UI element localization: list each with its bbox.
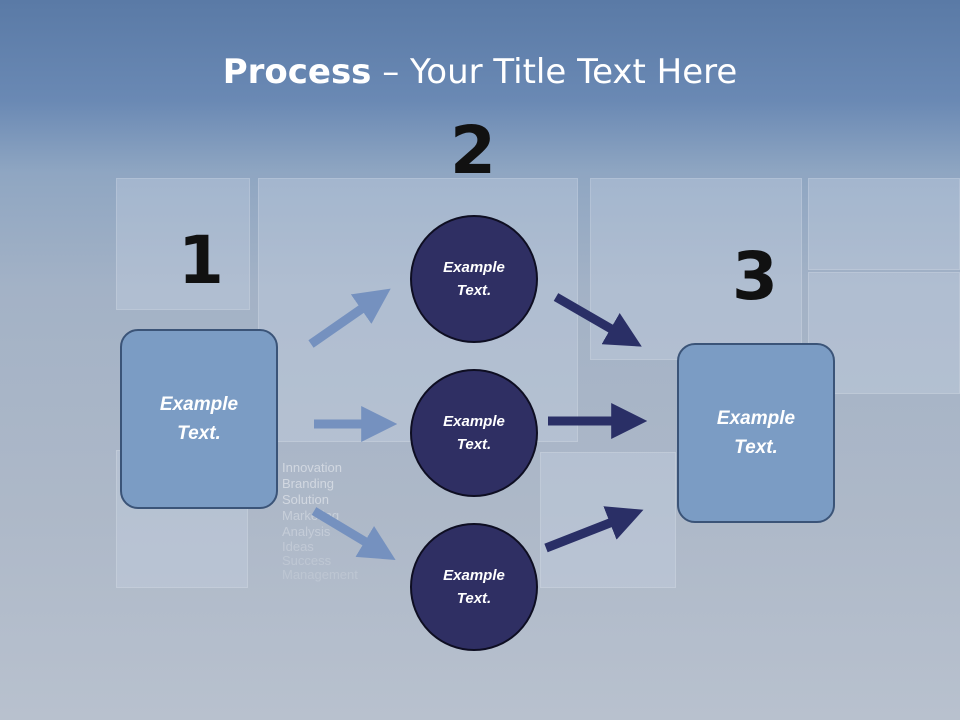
circle-line-2: Text. — [456, 282, 492, 299]
background-word: Solution — [282, 492, 329, 507]
arrow-up-right-dark — [544, 506, 644, 553]
background-panel — [116, 178, 250, 310]
background-word: Management — [282, 567, 358, 582]
box-line-1: Example — [159, 394, 239, 415]
box-line-2: Text. — [177, 423, 221, 444]
background-word: Branding — [282, 476, 335, 491]
background-word: Innovation — [282, 460, 342, 475]
background-panel — [808, 178, 960, 270]
arrow-up-right-light — [308, 288, 391, 348]
title-bold: Process — [222, 52, 372, 92]
arrow-down-right-dark — [553, 293, 642, 347]
background-word: Ideas — [282, 539, 314, 554]
title-rest: – Your Title Text Here — [371, 52, 738, 92]
circle-line-2: Text. — [456, 590, 492, 607]
circle-line-1: Example — [443, 259, 505, 276]
step-number-2: 2 — [450, 112, 496, 189]
step-number-3: 3 — [732, 238, 778, 315]
circle-line-2: Text. — [456, 436, 492, 453]
background-word-list: Innovation Branding Solution Marketing A… — [282, 460, 358, 582]
step-number-1: 1 — [178, 222, 224, 299]
box-line-1: Example — [716, 408, 796, 429]
circle-line-1: Example — [443, 413, 505, 430]
page-title: Process – Your Title Text Here — [0, 52, 960, 92]
background-word: Success — [282, 553, 332, 568]
arrow-down-right-light — [311, 507, 396, 560]
background-word: Analysis — [282, 524, 331, 539]
box-line-2: Text. — [734, 437, 778, 458]
circle-line-1: Example — [443, 567, 505, 584]
